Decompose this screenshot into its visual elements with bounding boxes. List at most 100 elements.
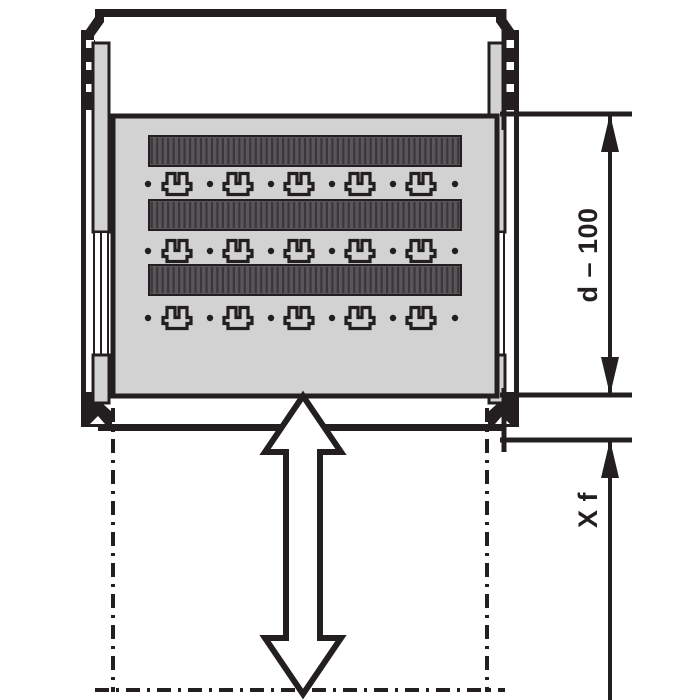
panel-slot	[380, 202, 383, 228]
panel-slot	[161, 267, 164, 293]
panel-mounting-dot	[206, 180, 214, 188]
panel-slot	[320, 267, 323, 293]
panel-slot	[451, 267, 454, 293]
panel-slot	[375, 267, 378, 293]
panel-slot	[167, 138, 170, 164]
frame-top-beam	[95, 9, 505, 17]
panel-slot	[210, 138, 214, 164]
vertical-travel-arrow	[259, 390, 347, 700]
panel-slot	[435, 138, 438, 164]
panel-slot	[205, 202, 208, 228]
panel-cable-clip	[405, 171, 437, 197]
panel-slot	[167, 267, 170, 293]
panel-slot	[347, 202, 350, 228]
panel-cable-clip	[283, 305, 315, 331]
frame-corner-top-right	[491, 9, 514, 110]
panel-slot	[194, 267, 197, 293]
panel-slot	[188, 202, 192, 228]
panel-slot	[336, 202, 339, 228]
panel-slot	[167, 202, 170, 228]
panel-mounting-dot	[451, 180, 459, 188]
panel-slot	[232, 267, 235, 293]
panel-cable-clip	[405, 238, 437, 264]
panel-slot	[353, 267, 356, 293]
panel-slot	[369, 138, 372, 164]
centerlines-group	[95, 408, 505, 692]
panel-slot	[396, 202, 400, 228]
panel-slot	[331, 138, 334, 164]
panel-cable-clip	[283, 238, 315, 264]
panel-slot	[424, 202, 427, 228]
panel-slot	[446, 202, 449, 228]
left-mounting-rail-lower-segment	[91, 353, 111, 405]
panel-slot-band-1	[148, 135, 462, 167]
panel-slot	[331, 267, 334, 293]
panel-slot	[221, 202, 224, 228]
panel-slot	[451, 202, 454, 228]
panel-cable-clip	[161, 171, 193, 197]
panel-slot	[413, 202, 416, 228]
panel-slot	[271, 202, 274, 228]
left-mounting-rail-upper-segment	[91, 41, 111, 234]
panel-slot	[292, 267, 296, 293]
panel-slot	[418, 267, 422, 293]
panel-slot	[380, 138, 383, 164]
panel-slot	[287, 202, 290, 228]
panel-slot	[172, 202, 175, 228]
panel-slot	[407, 267, 411, 293]
panel-slot	[287, 267, 290, 293]
panel-mounting-dot	[451, 247, 459, 255]
panel-slot	[457, 202, 460, 228]
panel-slot	[271, 138, 274, 164]
panel-slot	[342, 202, 345, 228]
panel-mounting-dot	[267, 247, 275, 255]
panel-slot	[232, 138, 235, 164]
slot-band-outline	[148, 264, 462, 296]
panel-slot	[210, 202, 214, 228]
panel-slot	[314, 138, 318, 164]
panel-slot	[391, 267, 394, 293]
panel-slot	[227, 138, 230, 164]
panel-slot	[188, 267, 192, 293]
panel-slot	[358, 267, 361, 293]
panel-cable-clip	[344, 238, 376, 264]
panel-slot	[336, 138, 339, 164]
panel-slot	[243, 138, 246, 164]
panel-slot	[435, 267, 438, 293]
panel-slot	[342, 138, 345, 164]
panel-slot	[183, 202, 186, 228]
panel-slot	[216, 138, 219, 164]
panel-slot	[178, 202, 181, 228]
panel-slot	[292, 138, 296, 164]
panel-slot	[199, 267, 203, 293]
dimension-arrowhead-top-xf	[601, 440, 619, 478]
panel-cable-clip	[344, 305, 376, 331]
panel-slot	[402, 202, 405, 228]
panel-slot-band-3	[148, 264, 462, 296]
panel-slot	[238, 138, 241, 164]
panel-clip-row-3	[144, 305, 459, 331]
panel-slot	[440, 267, 443, 293]
dimensions-group	[500, 9, 632, 700]
panel-slot	[254, 202, 257, 228]
panel-slot	[178, 138, 181, 164]
dimension-d-minus-100	[500, 111, 632, 398]
panel-slot	[325, 138, 328, 164]
panel-slot	[364, 138, 367, 164]
panel-slot	[440, 202, 443, 228]
panel-slot	[249, 202, 252, 228]
panel-slot	[161, 138, 164, 164]
panel-slot	[386, 138, 389, 164]
panel-slot	[221, 267, 224, 293]
slot-band-outline	[148, 199, 462, 231]
panel-slot	[364, 202, 367, 228]
panel-slot	[265, 202, 268, 228]
panel-cable-clip	[344, 171, 376, 197]
panel-cable-clip	[283, 171, 315, 197]
panel-slot	[336, 267, 339, 293]
panel-slot	[216, 202, 219, 228]
panel-slot	[221, 138, 224, 164]
panel-slot	[298, 138, 301, 164]
panel-slot	[265, 138, 268, 164]
